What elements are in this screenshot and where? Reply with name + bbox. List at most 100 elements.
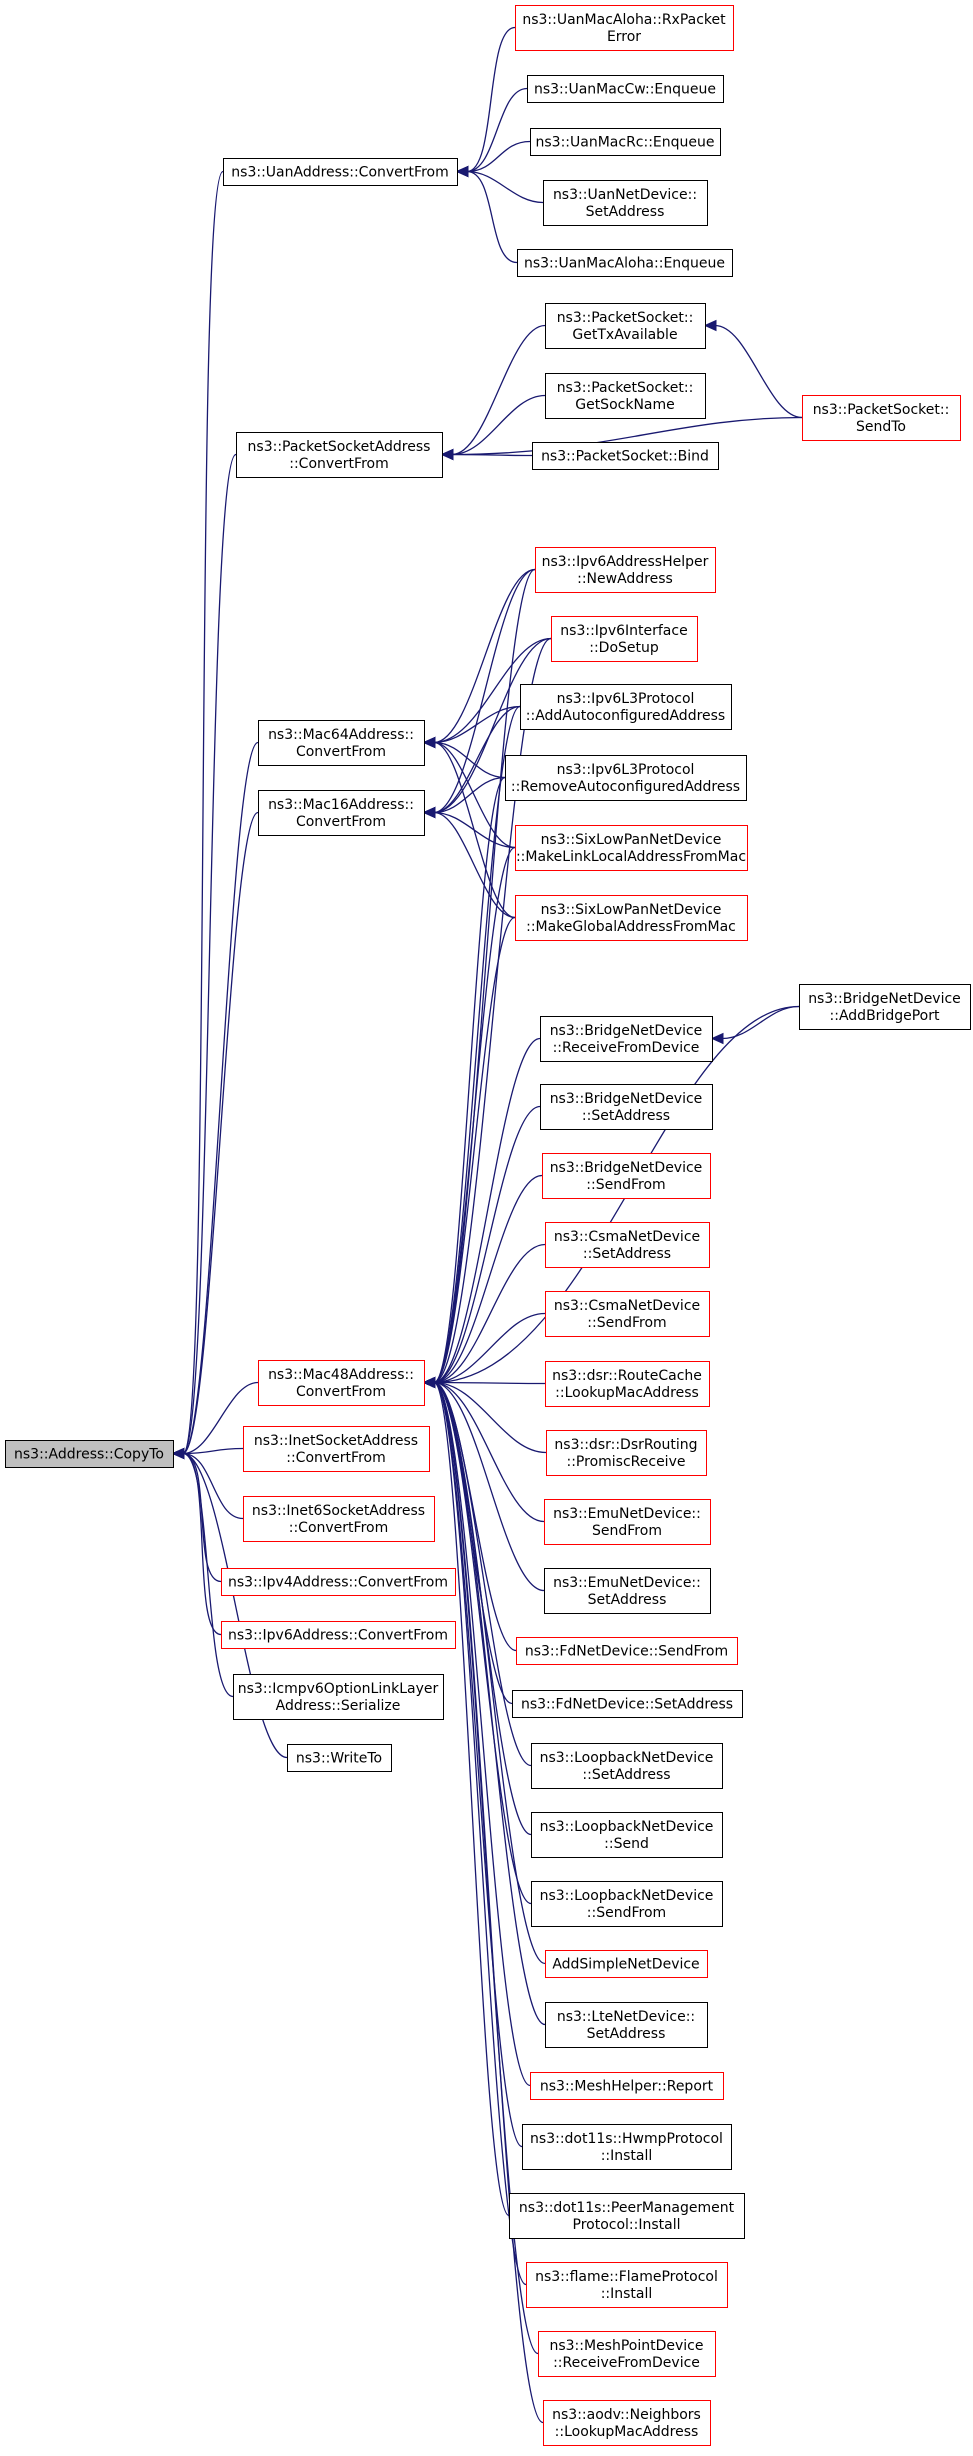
node-ipv6l3-removeauto[interactable]: ns3::Ipv6L3Protocol::RemoveAutoconfigure… (505, 755, 747, 801)
node-label-line: ns3::EmuNetDevice:: (553, 1575, 701, 1591)
nodes-layer: ns3::Address::CopyTo ns3::UanAddress::Con… (5, 5, 971, 2446)
node-box (540, 1016, 713, 1062)
node-label-line: ns3::InetSocketAddress (254, 1433, 418, 1449)
node-writeto[interactable]: ns3::WriteTo (287, 1744, 392, 1772)
edge-mac48-convert-csma-setaddr (433, 1243, 546, 1384)
node-label-line: ::SendFrom (587, 1315, 666, 1331)
node-ipv6-convert[interactable]: ns3::Ipv6Address::ConvertFrom (221, 1621, 456, 1649)
node-label-line: ns3::LoopbackNetDevice (540, 1888, 714, 1904)
node-box (531, 1881, 723, 1927)
node-box (527, 75, 724, 103)
node-ipv6helper-newaddr[interactable]: ns3::Ipv6AddressHelper::NewAddress (535, 547, 716, 593)
node-addsimple[interactable]: AddSimpleNetDevice (545, 1950, 708, 1978)
node-label-line: SetAddress (587, 2026, 666, 2042)
node-box (551, 616, 698, 662)
node-loop-sendfrom[interactable]: ns3::LoopbackNetDevice::SendFrom (531, 1881, 723, 1927)
node-loop-setaddr[interactable]: ns3::LoopbackNetDevice::SetAddress (531, 1743, 723, 1789)
edge-root-uan-convert (182, 170, 224, 1455)
edge-ps-convert-ps-sendto (451, 416, 803, 456)
node-uan-convert[interactable]: ns3::UanAddress::ConvertFrom (223, 158, 458, 186)
node-meshpoint-receive[interactable]: ns3::MeshPointDevice::ReceiveFromDevice (538, 2331, 716, 2377)
node-label-line: ns3::CsmaNetDevice (554, 1298, 700, 1314)
node-uan-netdev-setaddr[interactable]: ns3::UanNetDevice::SetAddress (543, 180, 708, 226)
node-inet6-convert[interactable]: ns3::Inet6SocketAddress::ConvertFrom (243, 1496, 435, 1542)
node-mac48-convert[interactable]: ns3::Mac48Address::ConvertFrom (258, 1360, 425, 1406)
node-mesh-report[interactable]: ns3::MeshHelper::Report (530, 2072, 724, 2100)
node-label-line: ns3::Mac16Address:: (268, 797, 414, 813)
node-label-line: ns3::dsr::DsrRouting (554, 1437, 697, 1453)
node-label-line: ::Install (601, 2286, 653, 2302)
node-bridge-setaddr[interactable]: ns3::BridgeNetDevice::SetAddress (540, 1084, 713, 1130)
node-box (515, 825, 748, 871)
node-label-line: ns3::SixLowPanNetDevice (541, 832, 722, 848)
node-label-line: ::MakeLinkLocalAddressFromMac (516, 849, 746, 865)
edge-root-inet6-convert (182, 1452, 244, 1520)
edge-uan-convert-uan-cw-enq (466, 87, 528, 173)
node-label-line: ns3::LoopbackNetDevice (540, 1819, 714, 1835)
node-label-line: Protocol::Install (573, 2217, 681, 2233)
node-dsr-promisc[interactable]: ns3::dsr::DsrRouting::PromiscReceive (546, 1430, 707, 1476)
node-label-line: ns3::Ipv6AddressHelper (542, 554, 709, 570)
node-fd-sendfrom[interactable]: ns3::FdNetDevice::SendFrom (516, 1637, 738, 1665)
node-ipv6l3-addauto[interactable]: ns3::Ipv6L3Protocol::AddAutoconfiguredAd… (520, 684, 732, 730)
edge-root-icmpv6-serialize (182, 1452, 234, 1698)
node-loop-send[interactable]: ns3::LoopbackNetDevice::Send (531, 1812, 723, 1858)
node-label-line: ns3::UanMacAloha::RxPacket (522, 12, 726, 28)
node-ps-bind[interactable]: ns3::PacketSocket::Bind (532, 442, 719, 470)
node-bridge-addport[interactable]: ns3::BridgeNetDevice::AddBridgePort (799, 984, 971, 1030)
node-mac64-convert[interactable]: ns3::Mac64Address::ConvertFrom (258, 720, 425, 766)
node-label-line: ns3::BridgeNetDevice (550, 1091, 703, 1107)
edge-arrowhead (440, 448, 454, 461)
node-aodv-lookup[interactable]: ns3::aodv::Neighbors::LookupMacAddress (543, 2400, 711, 2446)
node-csma-sendfrom[interactable]: ns3::CsmaNetDevice::SendFrom (545, 1291, 710, 1337)
node-ps-convert[interactable]: ns3::PacketSocketAddress::ConvertFrom (236, 432, 443, 478)
node-uan-rc-enq[interactable]: ns3::UanMacRc::Enqueue (530, 128, 721, 156)
node-icmpv6-serialize[interactable]: ns3::Icmpv6OptionLinkLayerAddress::Seria… (233, 1674, 444, 1720)
node-box (532, 442, 719, 470)
edge-bridge-receive-bridge-addport (721, 1005, 800, 1040)
node-label-line: ::SendFrom (586, 1177, 665, 1193)
node-fd-setaddr[interactable]: ns3::FdNetDevice::SetAddress (512, 1690, 743, 1718)
node-label-line: GetTxAvailable (572, 327, 677, 343)
node-flame-install[interactable]: ns3::flame::FlameProtocol::Install (526, 2262, 728, 2308)
node-emu-setaddr[interactable]: ns3::EmuNetDevice::SetAddress (544, 1568, 711, 1614)
node-root[interactable]: ns3::Address::CopyTo (5, 1440, 174, 1468)
node-csma-setaddr[interactable]: ns3::CsmaNetDevice::SetAddress (545, 1222, 710, 1268)
edge-mac48-convert-aodv-lookup (433, 1381, 544, 2424)
node-label-line: ::DoSetup (589, 640, 659, 656)
node-label-line: ::Send (604, 1836, 649, 1852)
node-ipv4-convert[interactable]: ns3::Ipv4Address::ConvertFrom (221, 1568, 456, 1596)
node-box (544, 1499, 711, 1545)
node-label-line: ns3::Ipv6Address::ConvertFrom (228, 1628, 448, 1644)
node-label-line: SetAddress (588, 1592, 667, 1608)
node-dsr-lookup[interactable]: ns3::dsr::RouteCache::LookupMacAddress (545, 1361, 710, 1407)
node-box (530, 2072, 724, 2100)
node-box (233, 1674, 444, 1720)
node-peer-install[interactable]: ns3::dot11s::PeerManagementProtocol::Ins… (509, 2193, 745, 2239)
node-mac16-convert[interactable]: ns3::Mac16Address::ConvertFrom (258, 790, 425, 836)
node-label-line: ns3::FdNetDevice::SetAddress (521, 1697, 733, 1713)
edge-mac64-convert-ipv6helper-newaddr (433, 568, 536, 744)
edge-mac48-convert-sixlowpan-linklocal (433, 846, 516, 1384)
node-bridge-sendfrom[interactable]: ns3::BridgeNetDevice::SendFrom (542, 1153, 711, 1199)
node-ipv6iface-dosetup[interactable]: ns3::Ipv6Interface::DoSetup (551, 616, 698, 662)
node-sixlowpan-linklocal[interactable]: ns3::SixLowPanNetDevice::MakeLinkLocalAd… (515, 825, 748, 871)
node-label-line: GetSockName (575, 397, 675, 413)
node-hwmp-install[interactable]: ns3::dot11s::HwmpProtocol::Install (522, 2124, 732, 2170)
node-uan-cw-enq[interactable]: ns3::UanMacCw::Enqueue (527, 75, 724, 103)
node-ps-sendto[interactable]: ns3::PacketSocket::SendTo (802, 395, 961, 441)
node-uan-aloha-enq[interactable]: ns3::UanMacAloha::Enqueue (517, 249, 733, 277)
node-ps-getsock[interactable]: ns3::PacketSocket::GetSockName (545, 373, 706, 419)
node-inet-convert[interactable]: ns3::InetSocketAddress::ConvertFrom (243, 1426, 430, 1472)
edge-arrowhead (422, 806, 436, 819)
node-box (531, 1743, 723, 1789)
node-lte-setaddr[interactable]: ns3::LteNetDevice::SetAddress (545, 2002, 708, 2048)
node-label-line: Error (607, 29, 641, 45)
node-label-line: ::SetAddress (582, 1108, 670, 1124)
node-sixlowpan-global[interactable]: ns3::SixLowPanNetDevice::MakeGlobalAddre… (515, 895, 748, 941)
node-ps-gettx[interactable]: ns3::PacketSocket::GetTxAvailable (545, 303, 706, 349)
node-bridge-receive[interactable]: ns3::BridgeNetDevice::ReceiveFromDevice (540, 1016, 713, 1062)
node-emu-sendfrom[interactable]: ns3::EmuNetDevice::SendFrom (544, 1499, 711, 1545)
node-box (221, 1621, 456, 1649)
